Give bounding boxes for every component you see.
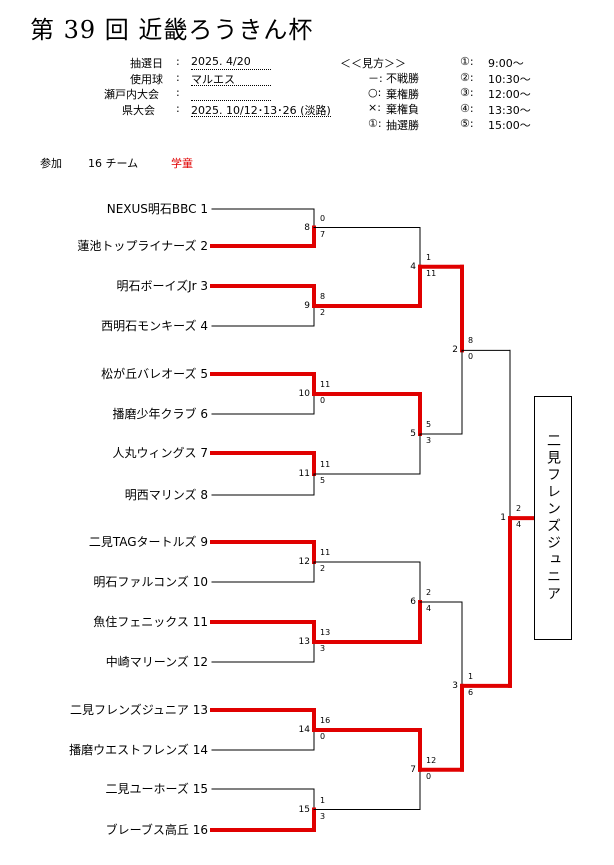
time-value: 13:30～ bbox=[488, 103, 531, 117]
score-bottom: 6 bbox=[468, 687, 474, 697]
time-mark: ③: bbox=[460, 86, 474, 99]
info-value: マルエス bbox=[191, 71, 271, 86]
score-top: 0 bbox=[320, 213, 326, 223]
info-colon: : bbox=[176, 55, 180, 68]
team-name: 明石ボーイズJr 3 bbox=[116, 279, 208, 293]
legend-mark: ○: bbox=[368, 85, 382, 99]
time-value: 9:00～ bbox=[488, 57, 524, 70]
score-bottom: 7 bbox=[320, 229, 326, 239]
score-top: 11 bbox=[320, 380, 331, 389]
legend-mark: －: bbox=[368, 72, 383, 85]
score-top: 5 bbox=[426, 420, 432, 429]
score-top: 12 bbox=[426, 755, 437, 765]
match-number: 6 bbox=[410, 597, 416, 607]
team-name: 人丸ウィングス 7 bbox=[112, 446, 208, 460]
score-top: 8 bbox=[468, 336, 474, 346]
match-number: 15 bbox=[298, 804, 310, 815]
match-number: 3 bbox=[452, 680, 458, 691]
score-bottom: 2 bbox=[320, 564, 326, 573]
participation-label: 参加 bbox=[40, 157, 62, 170]
match-number: 4 bbox=[410, 261, 416, 272]
score-top: 11 bbox=[320, 548, 331, 557]
team-name: 蓮池トップライナーズ 2 bbox=[77, 239, 208, 253]
score-top: 1 bbox=[426, 252, 432, 262]
score-bottom: 0 bbox=[320, 732, 326, 741]
score-top: 11 bbox=[320, 460, 331, 469]
legend-mark: ×: bbox=[368, 101, 381, 114]
participation-count: 16 チーム bbox=[88, 157, 139, 170]
score-top: 1 bbox=[468, 671, 474, 681]
team-name: 二見TAGタートルズ 9 bbox=[88, 535, 208, 549]
team-name: 魚住フェニックス 11 bbox=[93, 615, 208, 629]
score-top: 2 bbox=[516, 504, 522, 514]
time-mark: ①: bbox=[460, 55, 474, 68]
info-label: 抽選日 bbox=[130, 57, 163, 70]
time-value: 10:30～ bbox=[488, 72, 531, 86]
legend-mark: ①: bbox=[368, 116, 382, 130]
team-name: 中崎マリーンズ 12 bbox=[105, 655, 208, 669]
score-bottom: 11 bbox=[426, 268, 437, 278]
match-number: 14 bbox=[298, 725, 310, 735]
team-name: 二見フレンズジュニア 13 bbox=[69, 703, 208, 717]
team-name: 西明石モンキーズ 4 bbox=[101, 319, 208, 333]
legend-text: 抽選勝 bbox=[386, 118, 419, 132]
legend-text: 不戦勝 bbox=[386, 72, 419, 85]
score-bottom: 0 bbox=[320, 396, 326, 405]
info-colon: : bbox=[176, 86, 180, 99]
match-number: 2 bbox=[452, 345, 458, 356]
match-number: 8 bbox=[304, 222, 310, 233]
score-bottom: 3 bbox=[320, 811, 326, 821]
info-value: 2025. 4/20 bbox=[191, 55, 271, 70]
team-name: 播磨少年クラブ 6 bbox=[112, 407, 208, 421]
score-top: 8 bbox=[320, 292, 326, 301]
score-top: 1 bbox=[320, 795, 326, 805]
match-number: 11 bbox=[298, 469, 310, 479]
score-bottom: 0 bbox=[426, 771, 432, 781]
time-mark: ④: bbox=[460, 101, 474, 115]
info-colon: : bbox=[176, 70, 180, 84]
team-name: 松が丘バレオーズ 5 bbox=[101, 367, 208, 381]
score-top: 2 bbox=[426, 588, 432, 597]
match-number: 12 bbox=[298, 557, 310, 567]
score-top: 16 bbox=[320, 716, 331, 725]
time-value: 12:00～ bbox=[488, 88, 531, 101]
legend-title: ＜＜見方＞＞ bbox=[340, 57, 406, 70]
champion-name: 二見フレンズジュニア bbox=[545, 433, 561, 603]
team-name: 明石ファルコンズ 10 bbox=[93, 575, 208, 589]
participation-category: 学童 bbox=[171, 157, 193, 170]
page-title: 第 39 回 近畿ろうきん杯 bbox=[30, 16, 314, 44]
score-bottom: 3 bbox=[320, 644, 326, 653]
team-name: 明西マリンズ 8 bbox=[124, 488, 208, 502]
legend-text: 棄権勝 bbox=[386, 87, 419, 101]
score-bottom: 0 bbox=[468, 352, 474, 362]
match-number: 13 bbox=[298, 637, 310, 647]
match-number: 5 bbox=[410, 429, 416, 439]
info-value bbox=[191, 86, 271, 101]
match-number: 7 bbox=[410, 764, 416, 775]
legend-text: 棄権負 bbox=[386, 103, 419, 116]
score-bottom: 5 bbox=[320, 476, 326, 485]
champion-box: 二見フレンズジュニア bbox=[534, 396, 572, 640]
match-number: 1 bbox=[500, 513, 506, 524]
match-number: 10 bbox=[298, 389, 310, 399]
info-label: 使用球 bbox=[130, 72, 163, 86]
info-label: 県大会 bbox=[122, 103, 155, 117]
score-bottom: 4 bbox=[516, 520, 522, 530]
score-bottom: 4 bbox=[426, 604, 432, 613]
score-top: 13 bbox=[320, 628, 331, 637]
info-colon: : bbox=[176, 101, 180, 115]
time-mark: ⑤: bbox=[460, 117, 474, 130]
team-name: 二見ユーホーズ 15 bbox=[105, 782, 209, 796]
info-label: 瀬戸内大会 bbox=[104, 88, 159, 101]
match-number: 9 bbox=[304, 301, 310, 311]
score-bottom: 3 bbox=[426, 436, 432, 445]
team-name: ブレーブス高丘 16 bbox=[105, 823, 208, 837]
time-value: 15:00～ bbox=[488, 119, 531, 132]
time-mark: ②: bbox=[460, 70, 474, 84]
team-name: 播磨ウエストフレンズ 14 bbox=[69, 743, 208, 757]
team-name: NEXUS明石BBC 1 bbox=[106, 202, 208, 216]
info-value: 2025. 10/12･13･26 (淡路) bbox=[191, 103, 331, 117]
score-bottom: 2 bbox=[320, 308, 326, 317]
